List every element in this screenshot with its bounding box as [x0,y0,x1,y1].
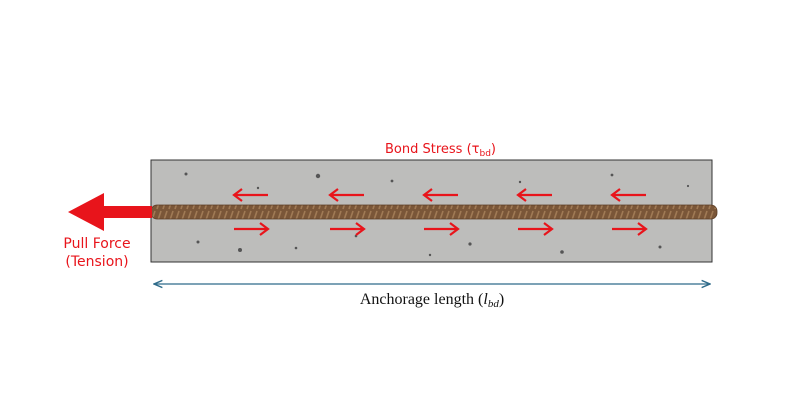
anchorage-length-label: Anchorage length (lbd) [360,291,504,310]
bond-stress-label: Bond Stress (τbd) [385,142,496,159]
bond-stress-arrows [232,188,648,236]
bond-stress-arrow-left [516,188,552,202]
pull-force-label: Pull Force [63,236,130,252]
rebar [150,204,718,220]
bond-stress-arrow-right [612,222,648,236]
tension-label: (Tension) [65,254,128,270]
bond-stress-arrow-left [328,188,364,202]
bond-stress-arrow-right [234,222,270,236]
pull-force-arrow [68,193,152,231]
bond-stress-arrow-left [610,188,646,202]
bond-stress-arrow-right [424,222,460,236]
bond-stress-arrow-right [330,222,366,236]
bond-stress-arrow-right [518,222,554,236]
bond-stress-arrow-left [232,188,268,202]
bond-stress-arrow-left [422,188,458,202]
aggregate-specks [184,172,690,257]
